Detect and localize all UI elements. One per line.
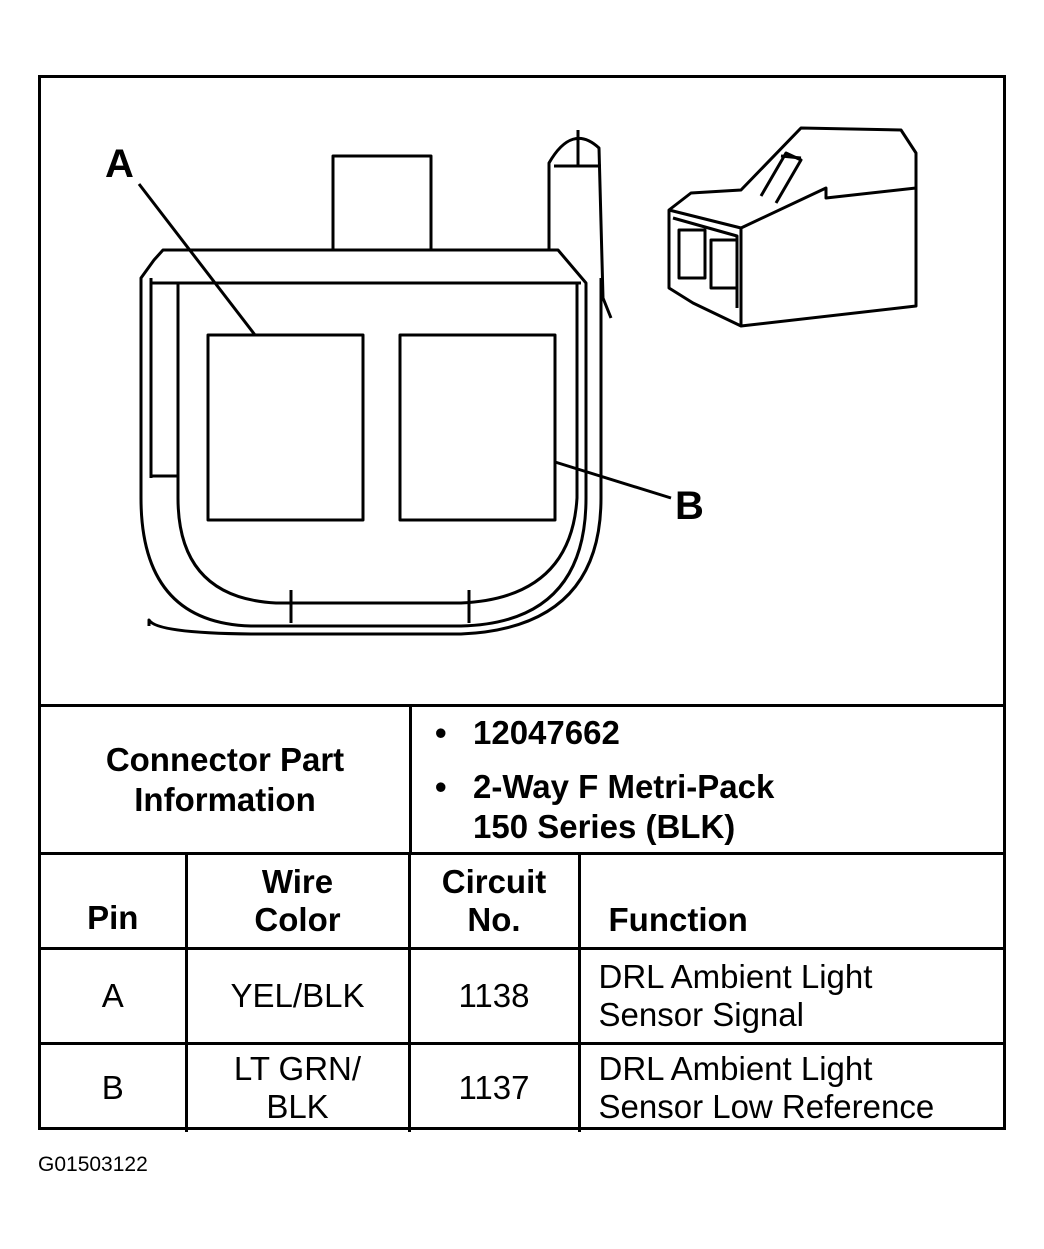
- pin-cell: A: [41, 947, 188, 1045]
- bullet-icon: •: [435, 768, 447, 805]
- wire-color-cell: YEL/BLK: [184, 947, 411, 1045]
- wire-color-line1: LT GRN/: [233, 1050, 362, 1088]
- header-wire-color-line1: Wire: [261, 863, 334, 900]
- callout-b-label: B: [675, 484, 704, 528]
- connector-diagram: A B: [41, 78, 1003, 704]
- connector-latch-tab: [331, 154, 433, 253]
- terminal-cavity-b: [398, 333, 557, 522]
- header-circuit-line1: Circuit: [441, 863, 547, 900]
- header-wire-color: Wire Color: [184, 852, 411, 950]
- function-cell: DRL Ambient Light Sensor Low Reference: [577, 1042, 1003, 1132]
- table-row: B LT GRN/ BLK 1137 DRL Ambient Light Sen…: [41, 1042, 1003, 1132]
- pin-table: Pin Wire Color Circuit No. Function A YE…: [41, 852, 1003, 1132]
- part-number-item: • 12047662: [435, 713, 620, 753]
- connector-part-info: Connector Part Information • 12047662 • …: [41, 704, 1003, 852]
- circuit-cell: 1138: [407, 947, 581, 1045]
- pin-cell: B: [41, 1042, 188, 1132]
- part-number: 12047662: [473, 714, 620, 751]
- function-cell: DRL Ambient Light Sensor Signal: [577, 947, 1003, 1045]
- connector-figure-frame: A B Connector Part Information • 1204766…: [38, 75, 1006, 1132]
- header-function: Function: [577, 852, 1003, 950]
- header-circuit: Circuit No.: [407, 852, 581, 950]
- wire-color-cell: LT GRN/ BLK: [184, 1042, 411, 1132]
- connector-3d-view: [667, 126, 918, 328]
- connector-part-info-label-text: Connector Part Information: [105, 740, 345, 818]
- circuit-cell: 1137: [407, 1042, 581, 1132]
- function-line1: DRL Ambient Light: [598, 1050, 873, 1088]
- function-line1: DRL Ambient Light: [598, 958, 873, 995]
- callout-b-leader: [554, 460, 672, 500]
- header-circuit-line2: No.: [467, 901, 521, 938]
- callout-a-label: A: [105, 142, 134, 186]
- function-line2: Sensor Signal: [598, 996, 804, 1033]
- wire-color-line1: YEL/BLK: [230, 977, 365, 1014]
- connector-body-inner: [151, 281, 581, 605]
- figure-id: G01503122: [38, 1153, 148, 1176]
- connector-lock-arm: [547, 137, 613, 319]
- connector-part-info-list: • 12047662 • 2-Way F Metri-Pack 150 Seri…: [413, 707, 1003, 852]
- terminal-cavity-a: [206, 333, 365, 522]
- part-description-line1: 2-Way F Metri-Pack: [473, 768, 775, 805]
- part-description-line2: 150 Series (BLK): [473, 808, 736, 845]
- bullet-icon: •: [435, 714, 447, 751]
- table-row: A YEL/BLK 1138 DRL Ambient Light Sensor …: [41, 947, 1003, 1045]
- part-description-item: • 2-Way F Metri-Pack 150 Series (BLK): [435, 767, 775, 847]
- header-pin: Pin: [41, 852, 188, 950]
- connector-part-info-label: Connector Part Information: [41, 707, 412, 852]
- callout-a-leader: [137, 183, 257, 336]
- connector-illustration: [137, 126, 918, 636]
- connector-bottom-key: [289, 590, 471, 623]
- header-wire-color-line2: Color: [254, 901, 341, 938]
- wire-color-line2: BLK: [266, 1088, 329, 1126]
- pin-table-header-row: Pin Wire Color Circuit No. Function: [41, 852, 1003, 950]
- function-line2: Sensor Low Reference: [598, 1088, 935, 1126]
